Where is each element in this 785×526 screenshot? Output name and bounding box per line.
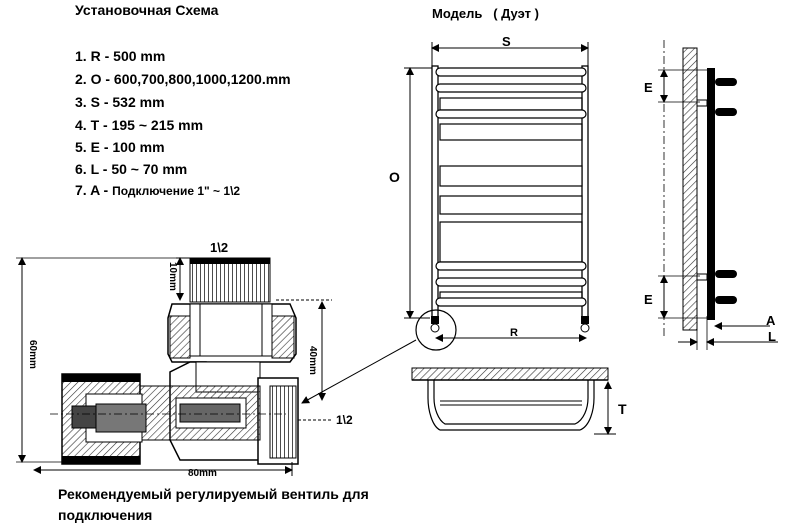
spec-item: 6. L - 50 ~ 70 mm bbox=[75, 161, 188, 177]
label-s: S bbox=[502, 34, 511, 49]
diagram-title: Установочная Схема bbox=[75, 2, 219, 18]
wall-side bbox=[682, 47, 698, 331]
label-80mm: 80mm bbox=[188, 468, 217, 479]
label-40mm: 40mm bbox=[307, 346, 318, 375]
valve-drawing: 1\2 10mm 40mm 1\2 bbox=[16, 240, 353, 479]
front-view: S O R bbox=[301, 34, 590, 404]
label-a: A bbox=[766, 313, 776, 328]
spec-item: 5. E - 100 mm bbox=[75, 139, 165, 155]
label-10mm: 10mm bbox=[167, 262, 178, 291]
label-e-bottom: E bbox=[644, 292, 653, 307]
model-title: Модель ( Дуэт ) bbox=[432, 6, 539, 21]
label-thread-side: 1\2 bbox=[336, 413, 353, 427]
label-r: R bbox=[510, 327, 518, 339]
spec-item: 4. T - 195 ~ 215 mm bbox=[75, 117, 204, 133]
valve-thread-side bbox=[269, 385, 297, 459]
note-line-1: Рекомендуемый регулируемый вентиль для bbox=[58, 486, 369, 502]
side-view: E E A L bbox=[644, 40, 778, 350]
radiator-rungs bbox=[435, 67, 587, 307]
detail-circle bbox=[415, 309, 457, 351]
label-thread-top: 1\2 bbox=[210, 240, 228, 255]
spec-item: 2. O - 600,700,800,1000,1200.mm bbox=[75, 71, 291, 87]
label-60mm: 60mm bbox=[27, 340, 38, 369]
spec-item: 1. R - 500 mm bbox=[75, 48, 166, 64]
label-t: T bbox=[618, 401, 627, 417]
model-label: Модель bbox=[432, 6, 483, 21]
side-collector bbox=[707, 68, 715, 320]
left-connection bbox=[431, 316, 439, 324]
valve-thread-top bbox=[189, 257, 271, 303]
leader-line bbox=[301, 339, 417, 404]
top-view: T bbox=[411, 367, 627, 435]
right-connection bbox=[581, 316, 589, 324]
model-name: ( Дуэт ) bbox=[493, 6, 539, 21]
note-line-2: подключения bbox=[58, 507, 153, 523]
label-e-top: E bbox=[644, 80, 653, 95]
label-l: L bbox=[768, 329, 776, 344]
spec-item: 3. S - 532 mm bbox=[75, 94, 165, 110]
spec-item: 7. A - Подключение 1" ~ 1\2 bbox=[75, 182, 241, 198]
label-o: O bbox=[389, 169, 400, 185]
wall-top bbox=[411, 367, 609, 381]
